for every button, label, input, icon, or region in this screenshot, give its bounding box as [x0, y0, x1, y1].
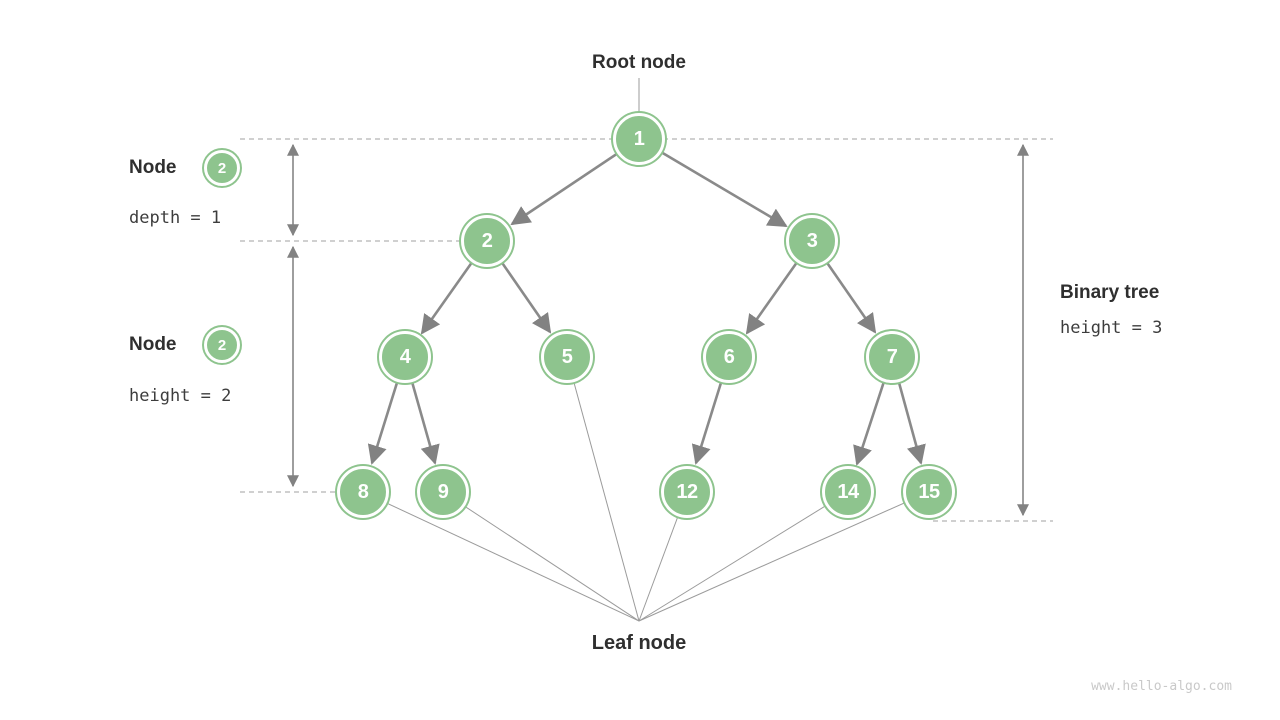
tree-node-6: 6: [703, 331, 755, 383]
tree-node-2: 2: [461, 215, 513, 267]
leaf-line-15: [638, 491, 930, 622]
tree-node-9: 9: [417, 466, 469, 518]
tree-node-4: 4: [379, 331, 431, 383]
tree-node-8: 8: [337, 466, 389, 518]
height-caption: height = 2: [129, 386, 232, 406]
tree-node-14: 14: [822, 466, 874, 518]
watermark: www.hello-algo.com: [1091, 679, 1232, 694]
node-value: 8: [357, 480, 369, 503]
node-value: 3: [806, 229, 818, 252]
root-node-label: Root node: [592, 52, 686, 73]
tree-height-label: Binary tree: [1060, 282, 1160, 303]
node-value: 14: [837, 480, 859, 503]
tree-node-1: 1: [613, 113, 665, 165]
tree-node-3: 3: [786, 215, 838, 267]
level-guide-lines: [240, 138, 1053, 522]
node-value: 6: [723, 345, 735, 368]
node-value: 2: [481, 229, 493, 252]
tree-edges: [367, 137, 926, 466]
badge-value: 2: [217, 336, 227, 354]
leaf-line-9: [442, 491, 640, 622]
tree-node-12: 12: [661, 466, 713, 518]
depth-sample-label: Node: [129, 157, 177, 178]
tree-height-caption: height = 3: [1060, 318, 1163, 338]
height-sample-label: Node: [129, 334, 177, 355]
node-value: 7: [886, 345, 898, 368]
leaf-line-8: [362, 491, 640, 622]
node-value: 9: [437, 480, 449, 503]
tree-node-15: 15: [903, 466, 955, 518]
leaf-line-14: [638, 491, 849, 622]
depth-caption: depth = 1: [129, 208, 222, 228]
node-value: 15: [918, 480, 940, 503]
node-value: 5: [561, 345, 573, 368]
height-sample-node: 2: [204, 327, 240, 363]
edge-1-3: [638, 137, 788, 228]
leaf-node-label: Leaf node: [591, 632, 687, 654]
tree-node-5: 5: [541, 331, 593, 383]
tree-node-7: 7: [866, 331, 918, 383]
node-value: 12: [676, 480, 698, 503]
node-value: 1: [633, 127, 645, 150]
leaf-line-5: [566, 356, 640, 622]
node-value: 4: [399, 345, 411, 368]
measure-arrows: [287, 143, 1029, 517]
depth-sample-node: 2: [204, 150, 240, 186]
badge-value: 2: [217, 159, 227, 177]
